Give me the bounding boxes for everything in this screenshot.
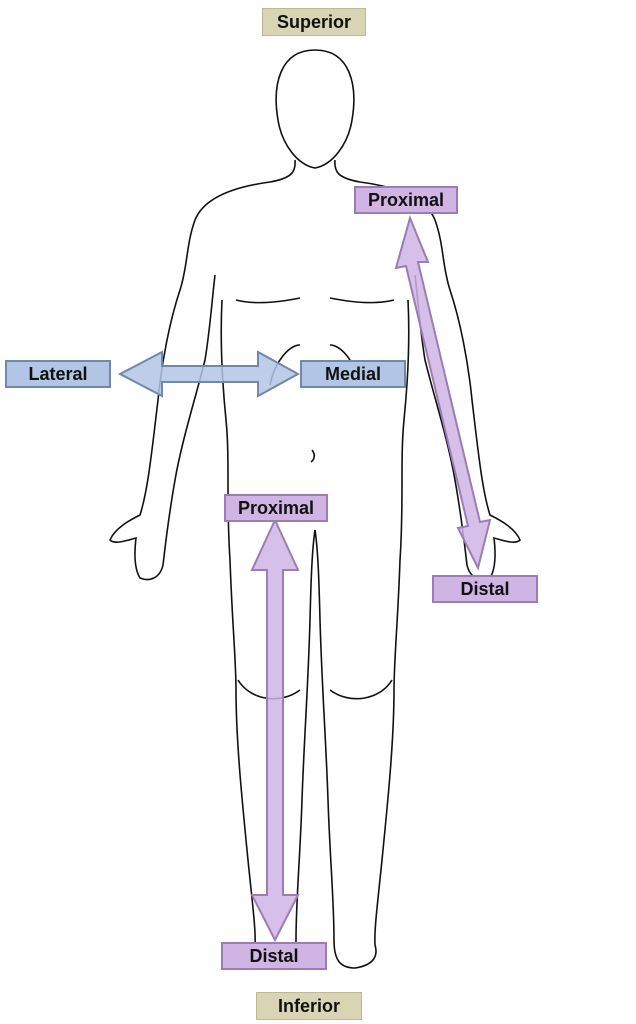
leg-proximal-label: Proximal xyxy=(224,494,328,522)
lateral-medial-arrow xyxy=(117,350,301,398)
head-outline xyxy=(275,49,355,169)
arm-distal-label: Distal xyxy=(432,575,538,603)
leg-proximal-distal-arrow xyxy=(250,517,300,943)
superior-label: Superior xyxy=(262,8,366,36)
medial-label: Medial xyxy=(300,360,406,388)
body-right-half xyxy=(314,159,521,969)
arm-proximal-distal-arrow xyxy=(394,214,492,571)
lateral-label: Lateral xyxy=(5,360,111,388)
knee-lines xyxy=(237,679,393,700)
leg-distal-label: Distal xyxy=(221,942,327,970)
navel xyxy=(310,449,316,463)
arm-proximal-label: Proximal xyxy=(354,186,458,214)
inferior-label: Inferior xyxy=(256,992,362,1020)
